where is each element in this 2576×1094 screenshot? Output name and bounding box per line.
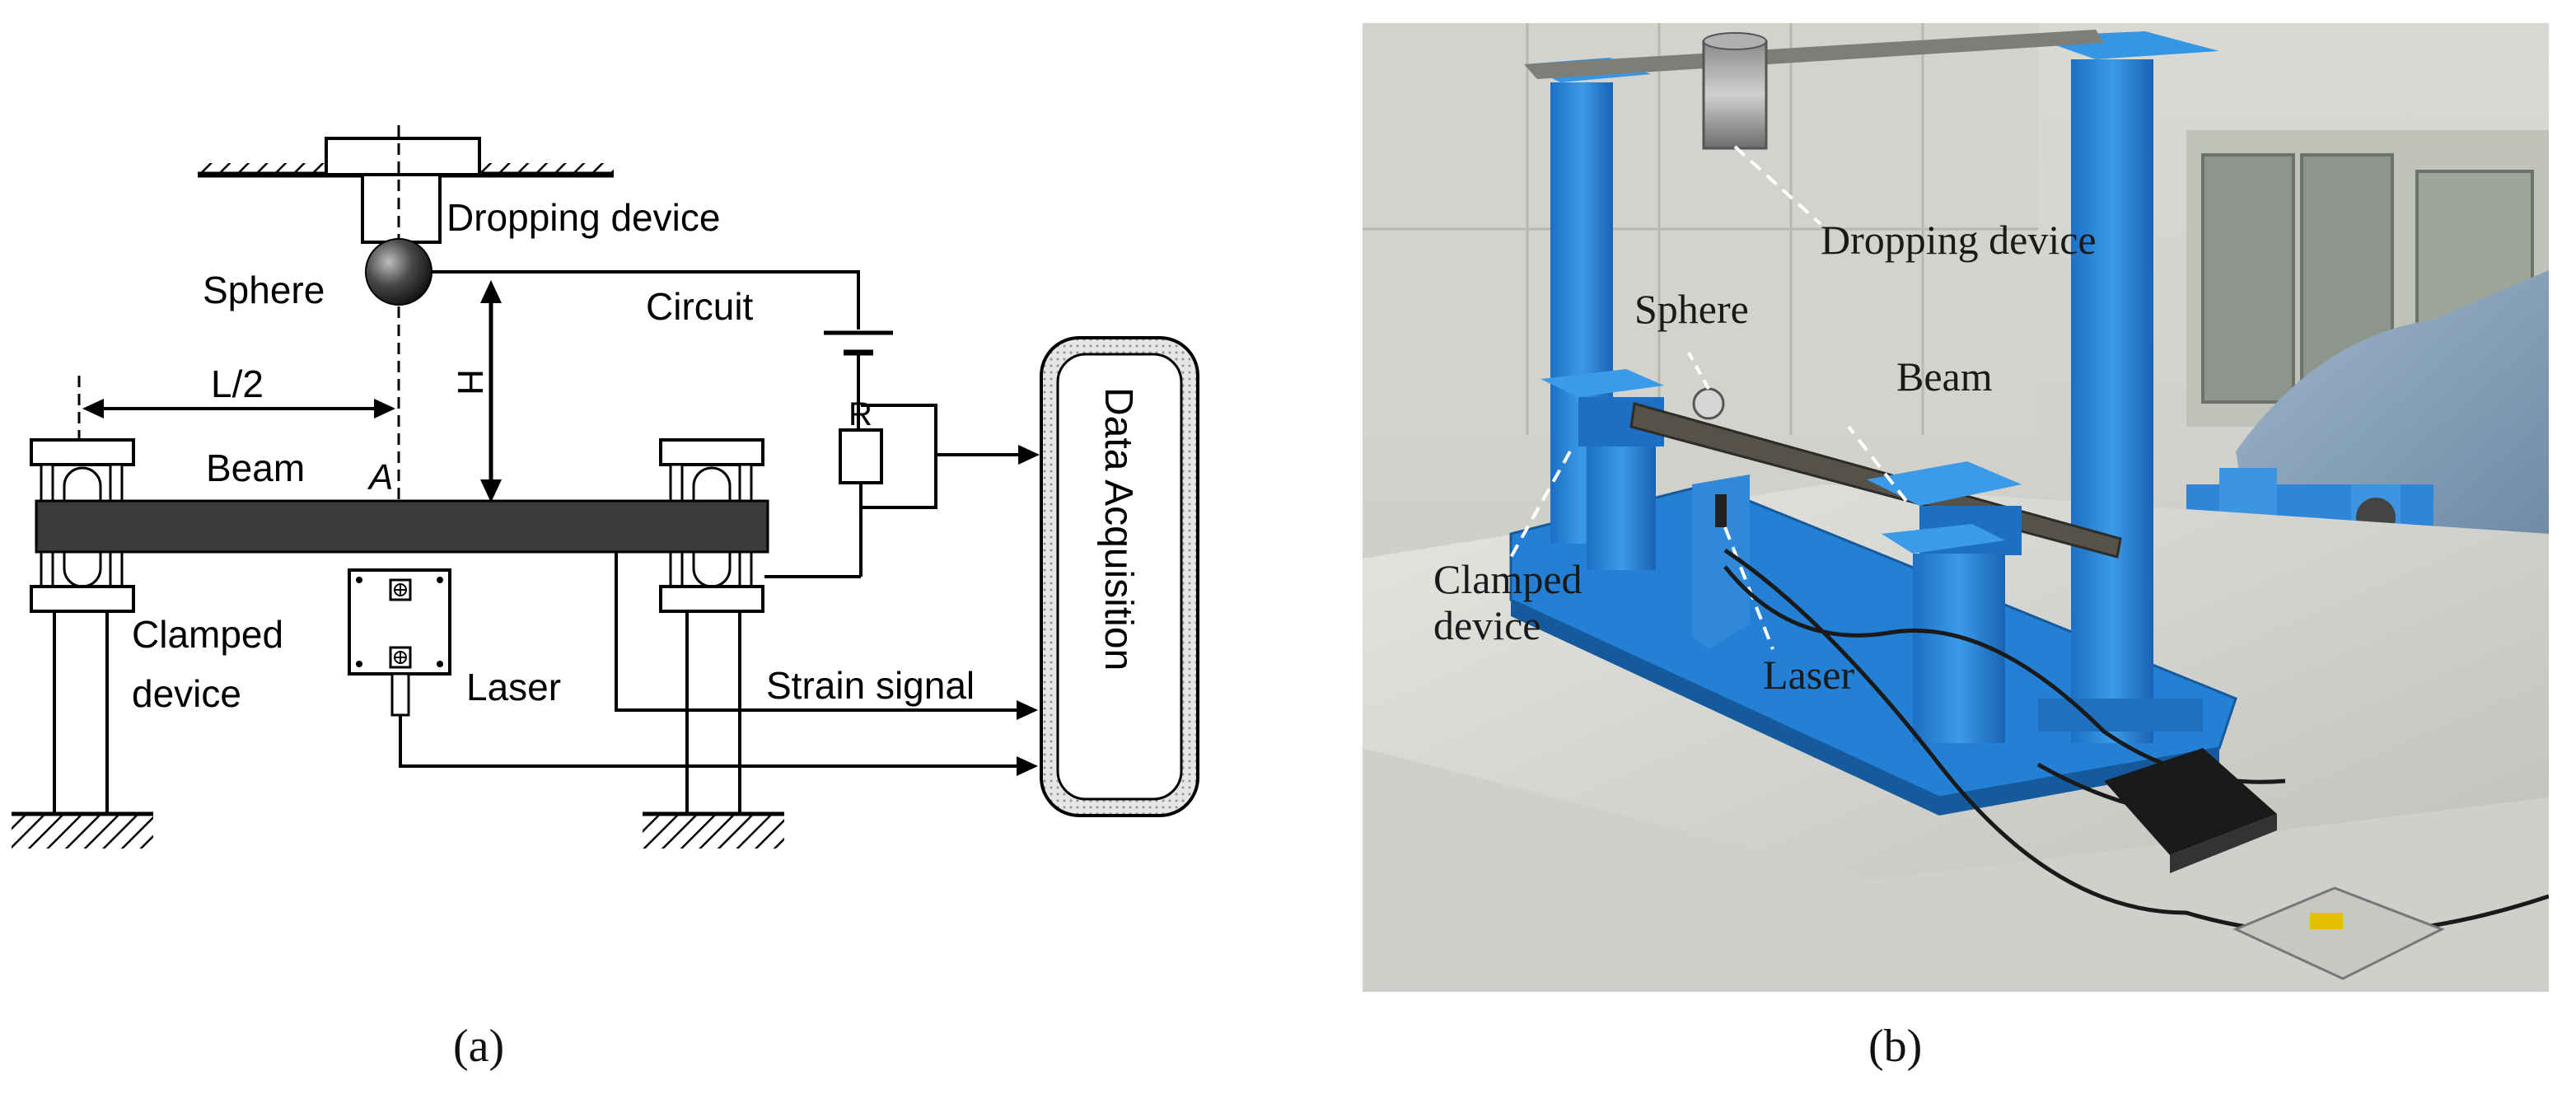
half-length-label: L/2 [211,362,264,405]
dropping-device-leader [1733,145,1822,226]
arrowhead [1017,756,1038,776]
strain-signal-label: Strain signal [766,664,975,707]
sphere-leader [1687,352,1710,390]
right-clamp-block [1867,461,2022,743]
height-label: H [450,369,490,395]
arrowhead-up [480,280,502,303]
battery-symbol [824,330,893,356]
circuit-label: Circuit [646,285,754,328]
laser-label: Laser [466,666,561,708]
caption-a: (a) [453,1021,505,1072]
sphere [365,238,432,306]
laser-leader [1723,526,1774,650]
arrowhead-left [82,399,104,418]
experimental-setup-photo: Dropping device Sphere Beam Clamped devi… [1363,23,2549,992]
dropping-device-label: Dropping device [446,196,720,239]
clamped-device-label-line2: device [132,672,241,715]
beam-label: Beam [206,446,305,489]
arrowhead-right [374,399,395,418]
schematic-diagram: Dropping device Sphere Circuit R L/2 H B… [12,125,1199,849]
photo-dropping-device-label: Dropping device [1821,217,2097,263]
laser-post [1692,475,1750,649]
circuit-wire [432,270,860,330]
photo-sphere-label: Sphere [1634,286,1749,332]
sphere-label: Sphere [203,269,325,311]
right-clamp [643,438,784,849]
arrowhead-down [480,479,502,503]
photo-beam-label: Beam [1896,353,1993,400]
caption-b: (b) [1868,1021,1923,1072]
photo-laser-label: Laser [1763,652,1854,698]
point-a-label: A [367,457,393,498]
resistor-label: R [849,396,872,432]
covered-equipment [2236,270,2549,550]
photo-clamped-label-line1: Clamped [1433,556,1583,602]
arrowhead [1018,445,1040,465]
laser-sensor [348,568,451,717]
clamped-device-label-line1: Clamped [132,613,283,656]
data-acquisition-box [1040,336,1199,817]
beam-leader [1847,425,1908,503]
top-crossbar [1524,30,2104,79]
strain-signal-wire [615,552,1017,712]
base-plate-edge [1511,600,2219,816]
signal-amplifier [2104,748,2277,873]
left-clamp [12,438,153,849]
sphere [1692,387,1725,420]
laser-signal-wire [399,715,1017,768]
dropping-device [1702,32,1768,150]
resistor [839,428,883,484]
photo-clamped-label-line2: device [1433,602,1540,648]
beam [35,499,769,554]
power-supply [2232,886,2445,980]
arrowhead [1017,700,1038,720]
data-acquisition-label: Data Acquisition [1096,387,1140,671]
